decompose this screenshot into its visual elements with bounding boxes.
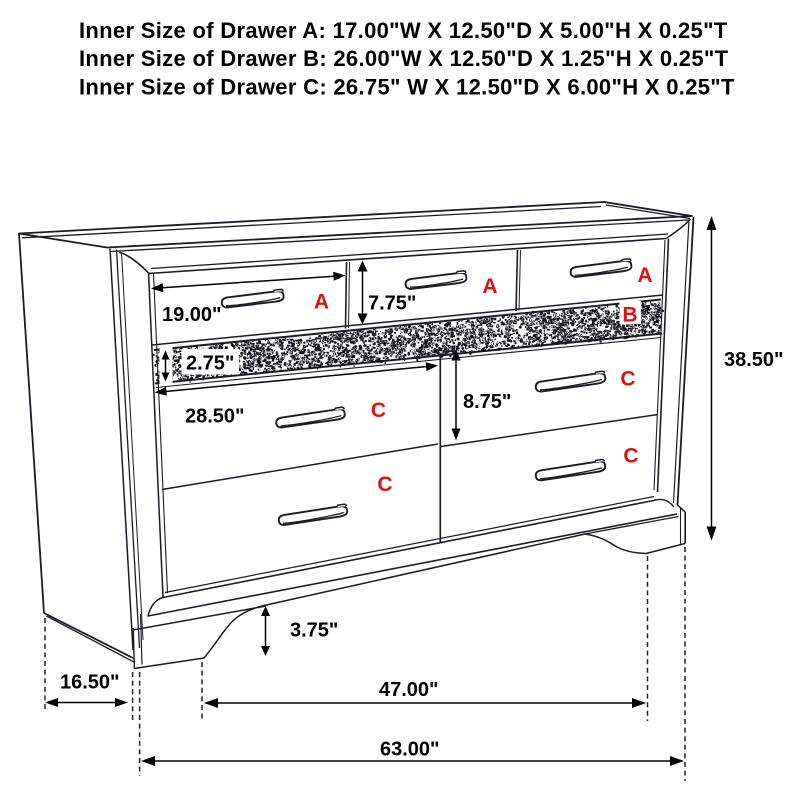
svg-text:Inner Size of Drawer C: 26.75": Inner Size of Drawer C: 26.75" W X 12.50… xyxy=(79,75,735,100)
svg-text:Inner Size of Drawer B: 26.00": Inner Size of Drawer B: 26.00"W X 12.50"… xyxy=(79,46,729,71)
svg-text:A: A xyxy=(314,291,329,314)
svg-text:C: C xyxy=(371,399,386,422)
svg-text:A: A xyxy=(637,264,652,287)
svg-text:47.00": 47.00" xyxy=(379,679,439,701)
svg-text:C: C xyxy=(377,473,392,496)
svg-text:28.50": 28.50" xyxy=(185,406,245,428)
svg-text:B: B xyxy=(622,304,637,327)
svg-text:7.75": 7.75" xyxy=(368,293,416,315)
svg-text:2.75": 2.75" xyxy=(186,353,234,375)
svg-text:8.75": 8.75" xyxy=(463,391,511,413)
svg-text:C: C xyxy=(623,445,638,468)
svg-text:19.00": 19.00" xyxy=(162,304,222,326)
svg-text:Inner Size of Drawer A: 17.00": Inner Size of Drawer A: 17.00"W X 12.50"… xyxy=(79,18,728,43)
svg-text:38.50": 38.50" xyxy=(724,349,784,371)
svg-text:16.50": 16.50" xyxy=(60,672,120,694)
svg-text:C: C xyxy=(620,368,635,391)
svg-text:63.00": 63.00" xyxy=(380,739,440,761)
svg-text:A: A xyxy=(482,275,497,298)
svg-text:3.75": 3.75" xyxy=(290,620,338,642)
